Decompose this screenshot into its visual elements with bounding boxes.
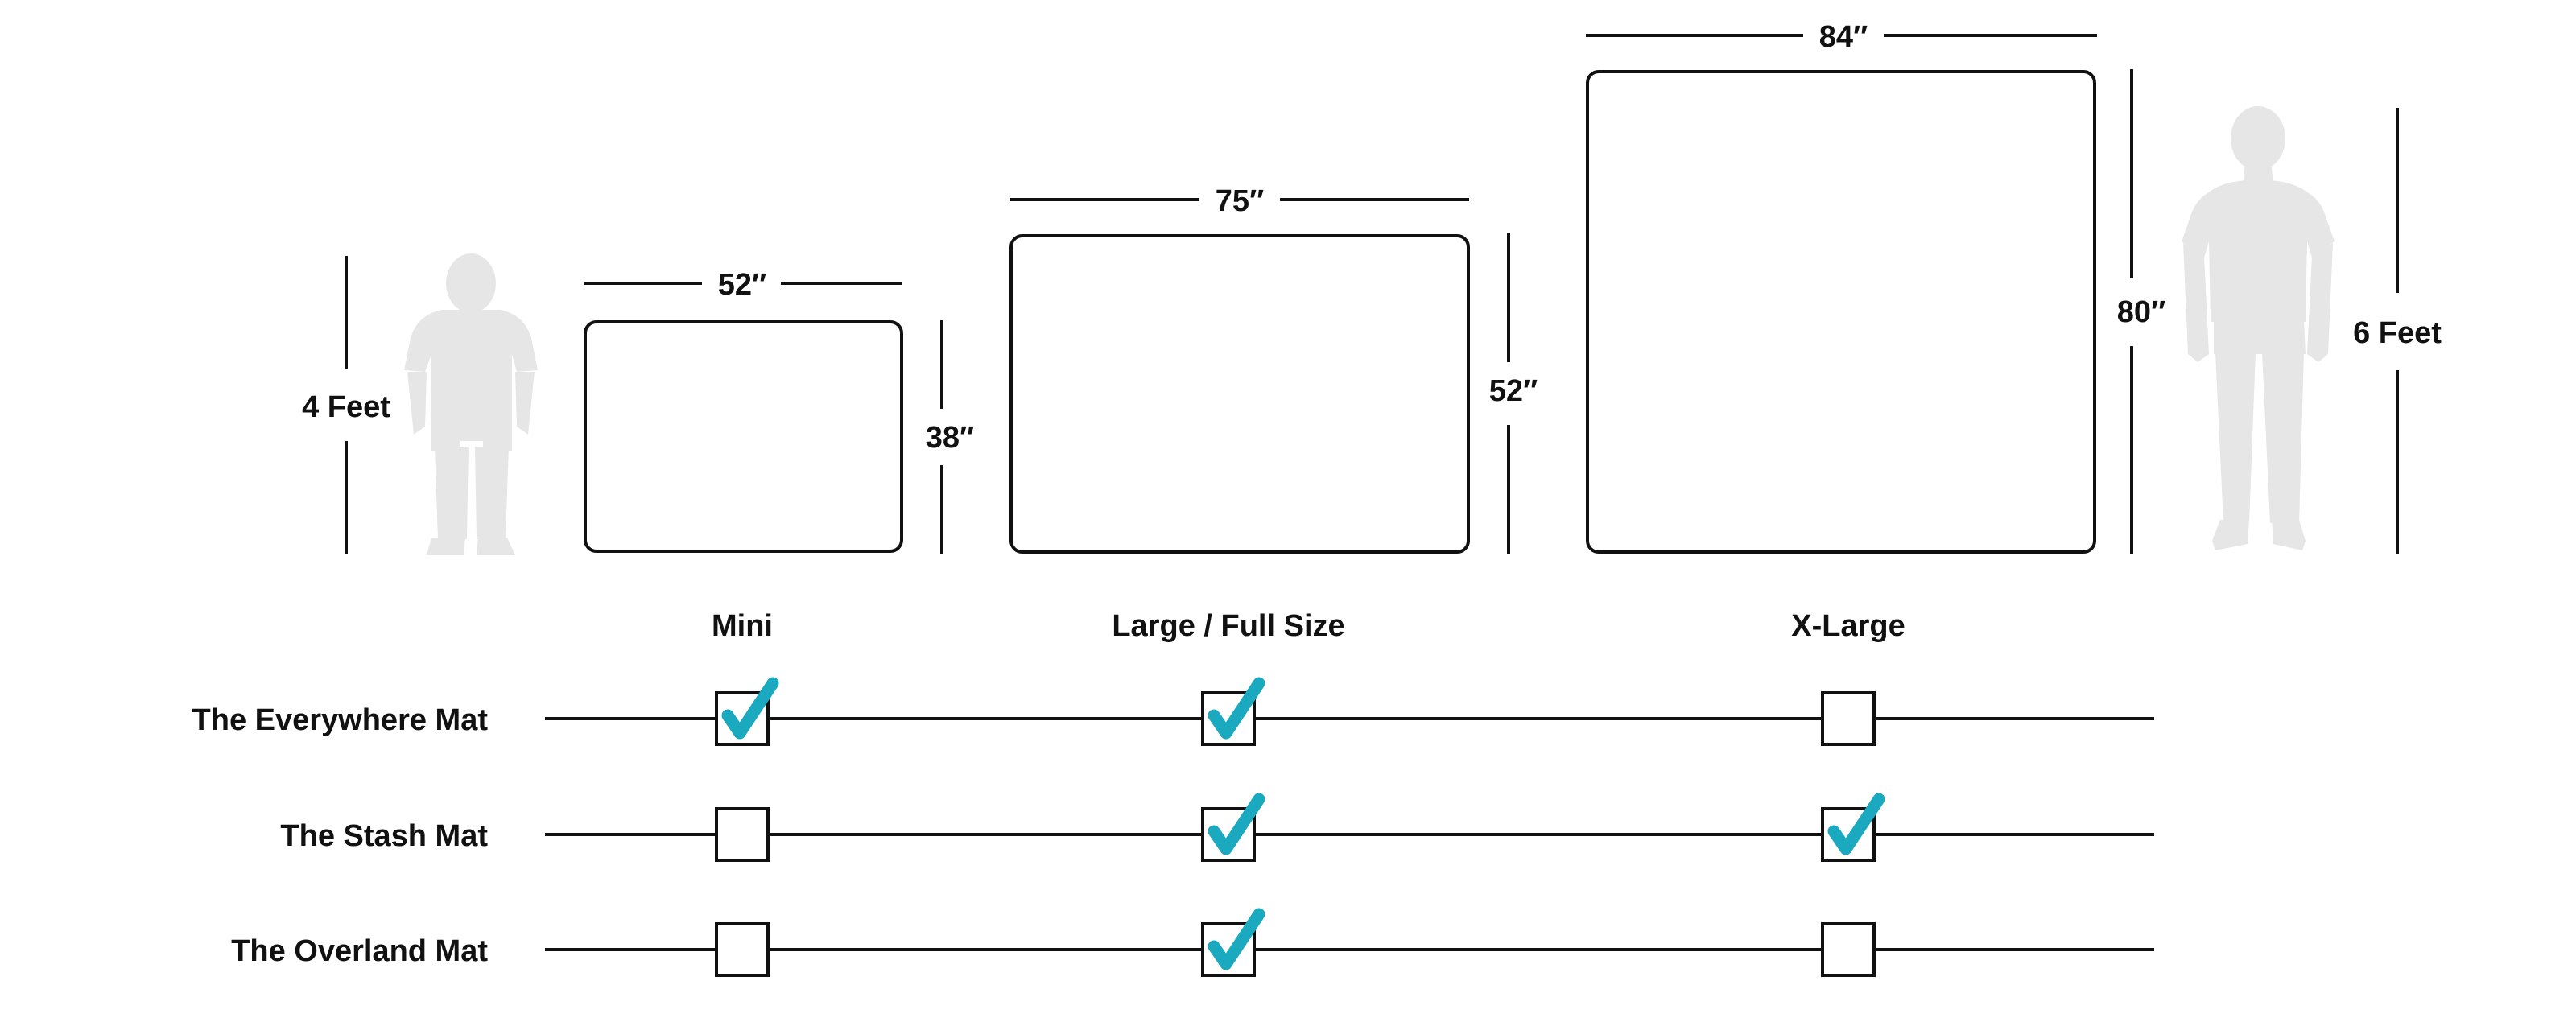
checkmark-icon <box>1208 908 1265 970</box>
size-column-headers: Mini Large / Full Size X-Large <box>712 609 1905 643</box>
large-height-label: 52″ <box>1489 374 1538 408</box>
child-height-label: 4 Feet <box>302 390 390 424</box>
product-name: The Overland Mat <box>231 934 488 968</box>
xlarge-mat-outline <box>1586 70 2096 554</box>
adult-height-label: 6 Feet <box>2353 316 2442 350</box>
availability-checkbox-x-large <box>1821 691 1876 746</box>
product-row-the-everywhere-mat: The Everywhere Mat <box>192 677 2154 746</box>
mini-mat-diagram: 52″ 38″ <box>584 268 974 554</box>
product-name: The Everywhere Mat <box>192 703 489 737</box>
xlarge-height-label: 80″ <box>2117 295 2165 329</box>
mini-width-label: 52″ <box>718 268 766 302</box>
large-width-label: 75″ <box>1216 184 1264 218</box>
checkmark-icon <box>721 677 779 740</box>
checkbox-square <box>715 807 770 862</box>
availability-checkbox-large-full-size <box>1201 677 1265 746</box>
xlarge-mat-diagram: 84″ 80″ <box>1586 20 2165 554</box>
product-row-the-stash-mat: The Stash Mat <box>280 793 2154 862</box>
adult-height-indicator: 6 Feet <box>2353 108 2442 554</box>
adult-silhouette-icon <box>2182 106 2334 550</box>
product-row-the-overland-mat: The Overland Mat <box>231 908 2154 977</box>
product-name: The Stash Mat <box>280 819 488 853</box>
column-header-mini: Mini <box>712 609 773 643</box>
child-silhouette-icon <box>404 253 538 555</box>
column-header-xlarge: X-Large <box>1791 609 1905 643</box>
checkbox-square <box>1821 691 1876 746</box>
checkmark-icon <box>1208 793 1265 855</box>
availability-checkbox-mini <box>715 677 779 746</box>
availability-checkbox-mini <box>715 807 770 862</box>
availability-checkbox-x-large <box>1821 793 1885 862</box>
availability-checkbox-large-full-size <box>1201 908 1265 977</box>
large-mat-outline <box>1009 234 1470 554</box>
checkbox-square <box>715 922 770 977</box>
checkmark-icon <box>1208 677 1265 740</box>
checkbox-square <box>1821 922 1876 977</box>
checkmark-icon <box>1827 793 1885 855</box>
availability-checkbox-x-large <box>1821 922 1876 977</box>
column-header-large: Large / Full Size <box>1112 609 1344 643</box>
large-mat-diagram: 75″ 52″ <box>1009 184 1538 554</box>
mini-mat-outline <box>584 320 903 553</box>
xlarge-width-label: 84″ <box>1819 20 1868 54</box>
availability-checkbox-mini <box>715 922 770 977</box>
availability-checkbox-large-full-size <box>1201 793 1265 862</box>
child-height-indicator: 4 Feet <box>302 256 390 554</box>
mini-height-label: 38″ <box>926 421 974 455</box>
